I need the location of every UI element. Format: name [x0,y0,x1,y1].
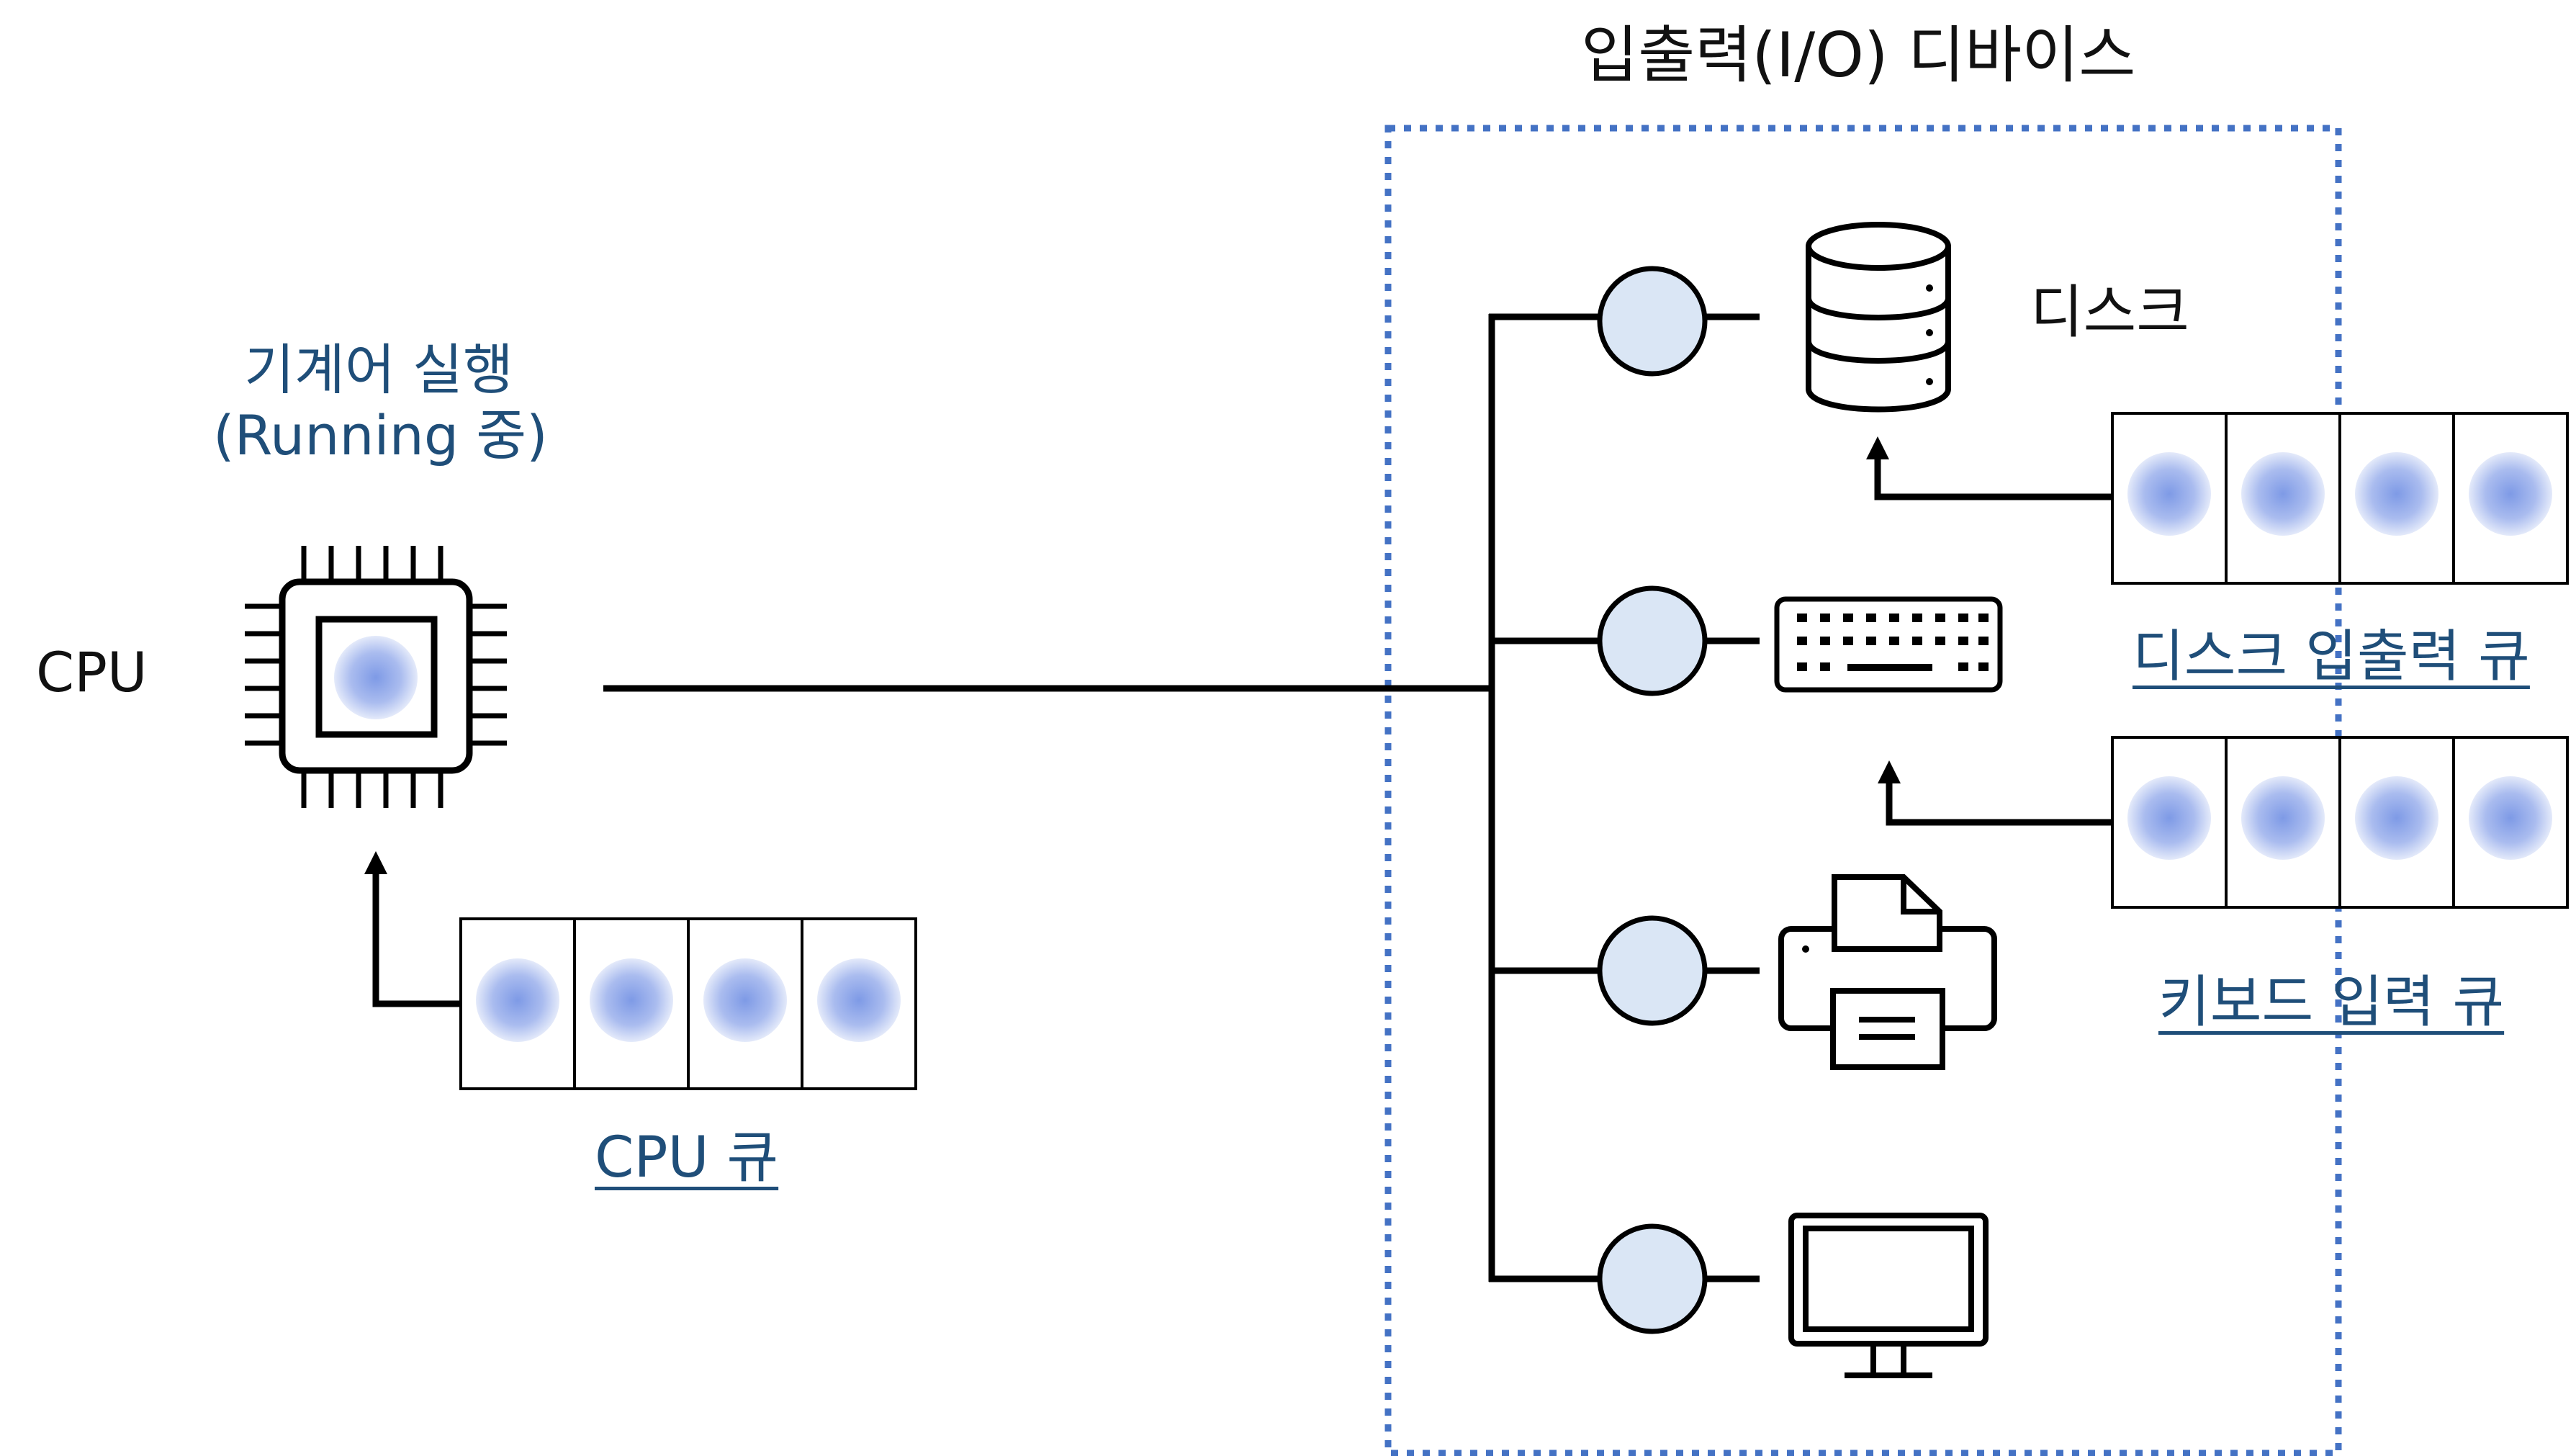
keyboard-controller-node [1597,585,1708,696]
keyboard-icon [1774,596,2003,693]
running-label-line1: 기계어 실행 [244,338,513,402]
queue-process-dot [817,958,901,1042]
queue-process-dot [2355,452,2438,536]
running-label-line2: (Running 중) [213,403,548,468]
cpu-label: CPU [36,640,148,704]
disk-io-queue [2111,412,2569,585]
disk-queue-arrowhead [1866,436,1889,459]
io-devices-title: 입출력(I/O) 디바이스 [1581,19,2136,91]
queue-process-dot [2241,452,2325,536]
keyboard-queue-arrow [1886,778,2112,826]
cpu-queue-arrowhead [364,851,387,874]
monitor-icon [1788,1213,1989,1378]
queue-process-dot [2127,452,2211,536]
queue-process-dot [2241,776,2325,860]
disk-icon [1806,222,1951,413]
queue-process-dot [590,958,673,1042]
queue-process-dot [2469,452,2552,536]
cpu-queue [459,917,917,1090]
queue-process-dot [2127,776,2211,860]
io-device-boundary [1384,125,2342,1456]
keyboard-queue-arrowhead [1878,760,1901,783]
disk-queue-arrow [1874,454,2112,500]
queue-process-dot [2355,776,2438,860]
queue-process-dot [703,958,787,1042]
running-label: 기계어 실행 (Running 중) [213,337,548,468]
keyboard-input-queue-label[interactable]: 키보드 입력 큐 [2158,970,2505,1035]
disk-label: 디스크 [2030,279,2189,346]
printer-controller-node [1597,915,1708,1026]
running-process-dot [334,636,418,719]
queue-process-dot [2469,776,2552,860]
monitor-controller-node [1597,1223,1708,1334]
printer-icon [1778,874,1997,1070]
keyboard-input-queue [2111,736,2569,909]
queue-process-dot [476,958,559,1042]
cpu-queue-arrow [372,868,461,1007]
disk-controller-node [1597,266,1708,377]
disk-io-queue-label[interactable]: 디스크 입출력 큐 [2133,624,2530,689]
cpu-chip-icon [245,546,507,808]
cpu-queue-label[interactable]: CPU 큐 [595,1125,779,1190]
